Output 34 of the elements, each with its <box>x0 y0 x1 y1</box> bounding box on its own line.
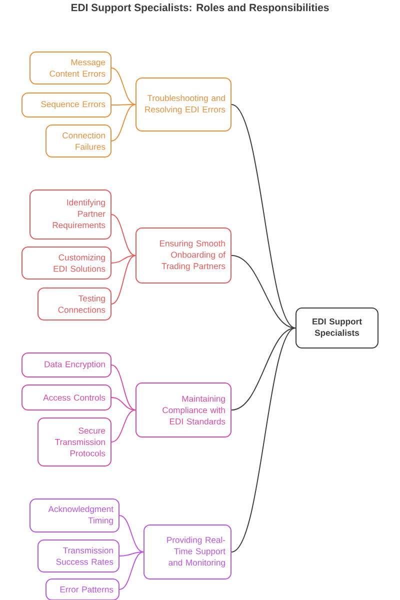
connector <box>231 328 296 410</box>
connector <box>111 104 136 106</box>
item-box: Secure Transmission Protocols <box>38 418 112 466</box>
title: EDI Support Specialists: Roles and Responsibilities <box>71 4 329 14</box>
item-box: Sequence Errors <box>22 92 112 118</box>
connector <box>111 364 136 410</box>
connector <box>111 410 136 442</box>
item-box: Testing Connections <box>38 288 112 320</box>
connector <box>231 104 296 328</box>
item-box: Ensuring Smooth Onboarding of Trading Partners <box>136 228 232 284</box>
connector <box>111 214 136 256</box>
item-box: Acknowledgment Timing <box>30 498 120 532</box>
item-box: Connection Failures <box>46 124 112 158</box>
connector <box>119 515 144 552</box>
connector <box>111 397 136 410</box>
connector <box>231 255 296 328</box>
item-box: Message Content Errors <box>30 52 112 84</box>
item-box: Providing Real-Time Support and Monitoring <box>144 524 232 580</box>
item-box: Identifying Partner Requirements <box>30 190 112 240</box>
item-box: Maintaining Compliance with EDI Standards <box>136 382 232 438</box>
item-box: Access Controls <box>22 384 112 410</box>
item-box: Troubleshooting and Resolving EDI Errors <box>136 78 232 132</box>
item-box: Error Patterns <box>46 578 120 600</box>
connector <box>111 255 136 304</box>
connector <box>111 255 136 264</box>
connector <box>119 552 144 590</box>
item-box: Data Encryption <box>22 352 112 378</box>
connector <box>231 328 296 552</box>
item-box: Customizing EDI Solutions <box>22 246 112 280</box>
item-box: Transmission Success Rates <box>38 540 120 572</box>
connector <box>111 68 136 105</box>
connector <box>111 104 136 142</box>
connector <box>119 552 144 556</box>
topic-box: EDI Support Specialists <box>296 308 378 348</box>
